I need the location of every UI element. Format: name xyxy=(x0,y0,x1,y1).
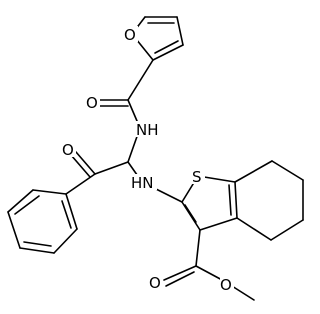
bond xyxy=(32,189,67,195)
bond xyxy=(195,229,201,267)
bond xyxy=(165,271,195,287)
bond xyxy=(65,193,78,230)
bond xyxy=(53,228,78,254)
bond xyxy=(65,173,96,195)
bond xyxy=(152,44,184,61)
bond xyxy=(14,195,40,215)
atom-ester-methoxy-oxygen: O xyxy=(220,276,232,294)
bond xyxy=(234,160,273,183)
atom-furan-oxygen: O xyxy=(124,26,136,44)
bond xyxy=(195,265,225,282)
atom-ester-carbonyl-oxygen: O xyxy=(149,274,161,292)
bond xyxy=(127,59,154,101)
atom-amide-oxygen: O xyxy=(86,94,98,112)
bond xyxy=(19,247,55,254)
bond xyxy=(163,265,197,281)
atom-labels: O O NH O HN S O O xyxy=(62,26,234,294)
bond xyxy=(234,181,238,219)
bond xyxy=(61,200,72,229)
amide-group xyxy=(94,59,154,163)
bond xyxy=(236,217,272,241)
furan-ring xyxy=(131,16,184,61)
bond xyxy=(270,219,304,241)
bond xyxy=(75,151,96,175)
bond xyxy=(176,16,184,46)
bond xyxy=(228,184,232,216)
bond xyxy=(7,211,21,249)
atom-ketone-oxygen: O xyxy=(62,141,74,159)
atom-amide-nh: NH xyxy=(136,121,159,139)
benzene-ring xyxy=(7,189,78,254)
bond xyxy=(23,241,52,247)
methyl-ester-group xyxy=(163,229,255,301)
bond xyxy=(94,161,129,175)
bond xyxy=(184,204,197,223)
thiophene-ring xyxy=(181,175,238,231)
phenacyl-group xyxy=(65,151,129,195)
bond xyxy=(70,154,91,178)
bond xyxy=(199,217,238,231)
atom-amine-nh: HN xyxy=(131,174,154,192)
bond xyxy=(181,201,201,231)
cyclohexene-ring xyxy=(234,160,304,241)
atom-thiophene-sulfur: S xyxy=(192,168,202,186)
bond xyxy=(7,189,34,213)
bond xyxy=(271,160,304,181)
bond xyxy=(154,40,179,54)
